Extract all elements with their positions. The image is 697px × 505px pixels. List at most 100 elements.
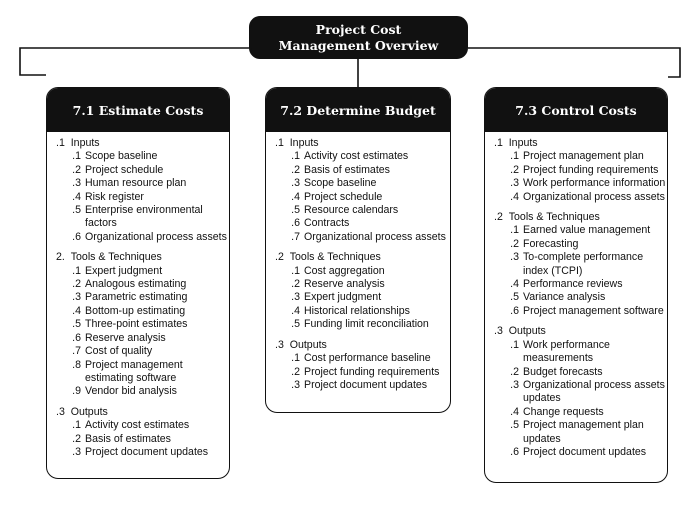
box-header: 7.2 Determine Budget [266,88,450,132]
item-text: Three-point estimates [85,318,188,331]
item-number: .5 [510,291,519,304]
list-item: .1 Work performance measurements [494,339,667,366]
item-text: Project schedule [304,190,383,203]
section-title-text: Tools & Techniques [289,251,381,264]
item-number: .4 [510,405,519,418]
item-text: Activity cost estimates [85,419,190,432]
item-text: Historical relationships [304,304,410,317]
section-title: .1 Inputs [494,137,667,150]
section-number: .2 [275,251,284,264]
list-item: .5 Three-point estimates [56,318,229,331]
item-number: .7 [291,230,300,243]
section-title-text: Outputs [508,325,546,338]
item-text: Work performance measurements [523,338,610,365]
section-number: .1 [494,137,503,149]
item-number: .2 [72,278,81,291]
item-text: Contracts [304,217,350,230]
item-text: Human resource plan [85,177,187,190]
section-number: .3 [494,325,503,338]
section-title: .3 Outputs [275,339,450,352]
item-text: Project document updates [85,445,209,458]
item-text: Change requests [523,405,604,418]
item-text: Variance analysis [523,291,606,304]
item-text: Basis of estimates [304,163,390,176]
item-number: .5 [291,318,300,331]
item-number: .2 [291,163,300,176]
item-number: .6 [510,445,519,458]
list-item: .7 Organizational process assets [275,231,450,244]
item-number: .5 [510,419,519,432]
diagram-title-line1: Project Cost [315,21,402,37]
item-number: .5 [72,318,81,331]
item-text: Organizational process assets updates [523,378,665,405]
list-item: .5 Variance analysis [494,291,667,304]
item-text: Cost of quality [85,345,153,358]
item-text: Analogous estimating [85,278,187,291]
section-number: .3 [275,338,284,351]
item-number: .4 [510,190,519,203]
item-text: Project document updates [304,378,428,391]
item-number: .3 [72,177,81,190]
item-text: Scope baseline [85,150,158,163]
list-item: .5 Project management plan updates [494,419,667,446]
item-number: .2 [72,432,81,445]
section-number: .2 [494,211,503,224]
section: .2 Tools & Techniques.1 Cost aggregation.… [275,251,450,331]
list-item: .3 Project document updates [56,446,229,459]
list-item: .7 Cost of quality [56,345,229,358]
item-text: Earned value management [523,224,651,237]
item-number: .5 [291,204,300,217]
item-text: Risk register [85,190,144,203]
item-number: .3 [72,445,81,458]
item-text: Vendor bid analysis [85,385,177,398]
item-number: .1 [510,338,519,351]
item-text: Organizational process assets [85,230,227,243]
item-text: Project management estimating software [85,358,183,384]
item-text: Organizational process assets [304,230,446,243]
item-number: .7 [72,345,81,358]
item-number: .4 [72,304,81,317]
diagram-title: Project Cost Management Overview [249,16,468,59]
item-text: Reserve analysis [304,278,385,291]
item-number: .1 [291,264,300,277]
section-title: .2 Tools & Techniques [275,251,450,264]
item-text: Cost performance baseline [304,352,431,365]
section-number: .1 [56,137,65,149]
list-item: .4 Risk register [56,191,229,204]
section-title-text: Outputs [289,338,327,351]
section-title: .1 Inputs [56,137,229,150]
item-number: .3 [510,251,519,264]
item-text: Reserve analysis [85,331,166,344]
section: .3 Outputs.1 Work performance measurement… [494,325,667,459]
item-text: Project management plan updates [523,419,644,445]
diagram-title-line2: Management Overview [278,37,439,53]
list-item: .1 Scope baseline [56,150,229,163]
item-number: .5 [72,204,81,217]
item-text: Expert judgment [85,264,163,277]
item-text: Cost aggregation [304,264,385,277]
item-number: .4 [72,190,81,203]
box-header: 7.3 Control Costs [485,88,667,132]
section-number: .1 [275,137,284,149]
item-number: .1 [72,150,81,163]
